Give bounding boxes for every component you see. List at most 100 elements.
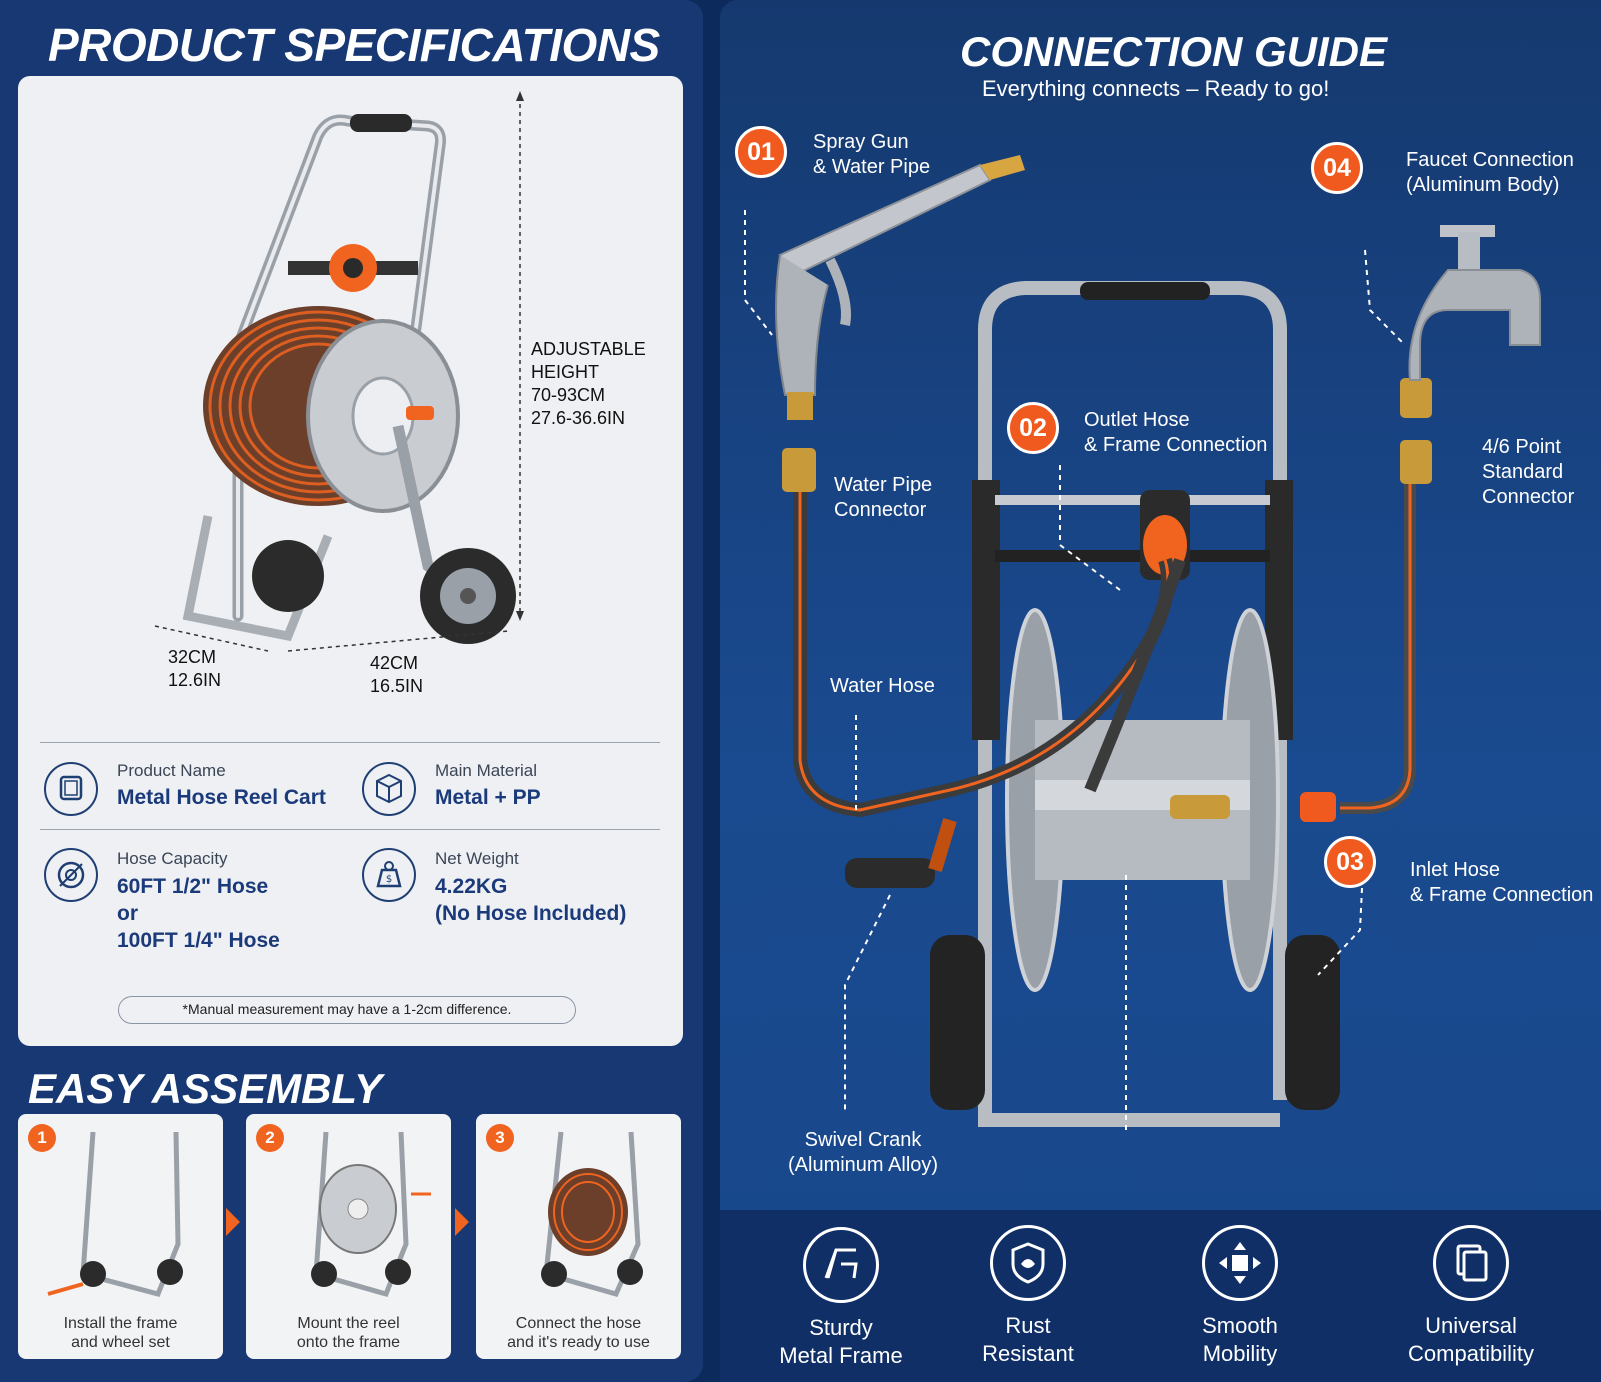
main-material-label: Main Material [435, 761, 538, 780]
cube-icon [362, 762, 416, 816]
specifications-title: PRODUCT SPECIFICATIONS [48, 19, 660, 71]
main-material-value: Metal + PP [435, 786, 541, 809]
connected-hose-reel-image [541, 1131, 643, 1298]
hose-icon [44, 848, 98, 902]
hose-capacity-value: 60FT 1/2" Hose or 100FT 1/4" Hose [117, 873, 280, 954]
feature-line: Smooth [1202, 1313, 1278, 1338]
depth-label-line: 12.6IN [168, 670, 222, 690]
assembly-step-1: 1 Install the frame and wheel set [18, 1114, 223, 1359]
weight-icon: $ [362, 848, 416, 902]
connection-guide-title: CONNECTION GUIDE [960, 28, 1388, 75]
hose-capacity-line: 60FT 1/2" Hose [117, 875, 269, 898]
callout-badge-03: 03 [1324, 836, 1376, 888]
reel-mount-image [311, 1131, 431, 1298]
specifications-card: ADJUSTABLE HEIGHT 70-93CM 27.6-36.6IN 32… [18, 76, 683, 1046]
feature-label: Universal Compatibility [1381, 1312, 1561, 1368]
feature-line: Rust [1005, 1313, 1051, 1338]
water-hose-label: Water Hose [830, 675, 935, 697]
feature-label: Rust Resistant [938, 1312, 1118, 1368]
assembly-step-3: 3 Connect the hose and it's ready to use [476, 1114, 681, 1359]
frame-and-wheels-image [47, 1131, 183, 1297]
callout-badge-04: 04 [1311, 142, 1363, 194]
product-name-label: Product Name [117, 761, 226, 780]
step-line: Mount the reel [297, 1315, 400, 1332]
callout-line: & Water Pipe [813, 156, 931, 178]
step-description: Connect the hose and it's ready to use [476, 1314, 681, 1352]
assembly-title: EASY ASSEMBLY [28, 1065, 382, 1112]
height-dimension-label: ADJUSTABLE HEIGHT 70-93CM 27.6-36.6IN [531, 338, 646, 430]
product-name-value: Metal Hose Reel Cart [117, 786, 326, 809]
width-label-line: 16.5IN [370, 676, 424, 696]
callout-line: Spray Gun [813, 131, 909, 153]
next-arrow-icon [455, 1208, 469, 1236]
height-label-line: 27.6-36.6IN [531, 408, 626, 428]
hose-capacity-label: Hose Capacity [117, 849, 228, 868]
label-line: Swivel Crank [804, 1129, 922, 1151]
step-description: Install the frame and wheel set [18, 1314, 223, 1352]
depth-label-line: 32CM [168, 647, 217, 667]
callout-line: & Frame Connection [1084, 434, 1268, 456]
callout-badge-01: 01 [735, 126, 787, 178]
net-weight-line: 4.22KG [435, 875, 508, 898]
label-line: Standard [1482, 461, 1564, 483]
connection-diagram-image [744, 155, 1541, 1130]
width-label-line: 42CM [370, 653, 419, 673]
callout-line: (Aluminum Body) [1406, 174, 1560, 196]
feature-line: Sturdy [809, 1315, 873, 1340]
feature-line: Compatibility [1408, 1341, 1534, 1366]
step-number: 1 [28, 1124, 56, 1152]
frame-icon [44, 762, 98, 816]
height-label-line: 70-93CM [531, 385, 606, 405]
callout-line: & Frame Connection [1410, 884, 1594, 906]
label-line: Connector [834, 499, 927, 521]
faucet-connection-label: Faucet Connection (Aluminum Body) [1406, 148, 1574, 198]
net-weight-line: (No Hose Included) [435, 902, 627, 925]
divider [40, 742, 660, 743]
product-specifications-panel: PRODUCT SPECIFICATIONS [0, 0, 703, 1382]
label-line: 4/6 Point [1482, 436, 1561, 458]
inlet-hose-label: Inlet Hose & Frame Connection [1410, 858, 1593, 908]
dimension-lines [154, 91, 524, 652]
width-dimension-label: 42CM 16.5IN [370, 652, 423, 698]
feature-line: Metal Frame [779, 1343, 903, 1368]
assembly-step-2: 2 Mount the reel onto the frame [246, 1114, 451, 1359]
step-description: Mount the reel onto the frame [246, 1314, 451, 1352]
hose-reel-cart-image [182, 114, 516, 644]
swivel-crank-label: Swivel Crank (Aluminum Alloy) [788, 1128, 938, 1178]
shield-icon [990, 1225, 1066, 1301]
standard-connector-label: 4/6 Point Standard Connector [1482, 435, 1574, 510]
svg-text:$: $ [386, 874, 392, 885]
measurement-note: *Manual measurement may have a 1-2cm dif… [118, 996, 576, 1024]
spray-gun-label: Spray Gun & Water Pipe [813, 130, 930, 180]
net-weight-value: 4.22KG (No Hose Included) [435, 873, 626, 927]
hose-capacity-line: 100FT 1/4" Hose [117, 929, 280, 952]
move-arrows-icon [1202, 1225, 1278, 1301]
label-line: (Aluminum Alloy) [788, 1154, 939, 1176]
frame-icon [803, 1227, 879, 1303]
feature-line: Universal [1425, 1313, 1517, 1338]
callout-badge-02: 02 [1007, 402, 1059, 454]
next-arrow-icon [226, 1208, 240, 1236]
net-weight-label: Net Weight [435, 849, 519, 868]
depth-dimension-label: 32CM 12.6IN [168, 646, 221, 692]
feature-line: Mobility [1202, 1341, 1278, 1366]
feature-label: Smooth Mobility [1150, 1312, 1330, 1368]
step-line: and wheel set [71, 1334, 170, 1351]
callout-line: Outlet Hose [1084, 409, 1190, 431]
connection-guide-subtitle: Everything connects – Ready to go! [982, 76, 1330, 101]
callout-line: Faucet Connection [1406, 149, 1574, 171]
height-label-line: HEIGHT [531, 362, 600, 382]
hose-capacity-line: or [117, 902, 138, 925]
copy-icon [1433, 1225, 1509, 1301]
callout-line: Inlet Hose [1410, 859, 1501, 881]
divider [40, 829, 660, 830]
feature-line: Resistant [982, 1341, 1074, 1366]
feature-bar: Sturdy Metal Frame Rust Resistant Smooth… [720, 1210, 1601, 1382]
step-line: and it's ready to use [507, 1334, 650, 1351]
step-line: Install the frame [63, 1315, 178, 1332]
feature-label: Sturdy Metal Frame [751, 1314, 931, 1370]
step-number: 2 [256, 1124, 284, 1152]
connection-guide-panel: CONNECTION GUIDE Everything connects – R… [720, 0, 1601, 1382]
height-label-line: ADJUSTABLE [531, 339, 646, 359]
water-pipe-connector-label: Water Pipe Connector [834, 473, 932, 523]
